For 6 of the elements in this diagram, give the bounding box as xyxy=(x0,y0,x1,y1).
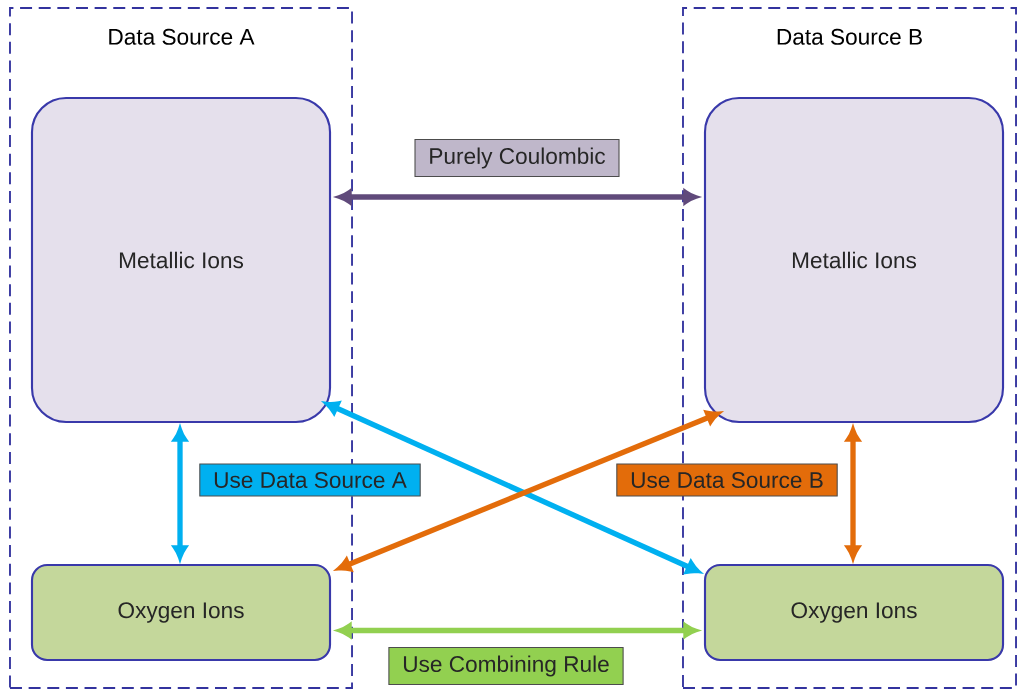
rounded-box: Oxygen Ions xyxy=(703,563,1005,662)
rounded-box: Metallic Ions xyxy=(30,96,332,424)
edge-label: Purely Coulombic xyxy=(414,138,620,178)
rounded-box: Oxygen Ions xyxy=(30,563,332,662)
rounded-box: Metallic Ions xyxy=(703,96,1005,424)
edge-label: Use Combining Rule xyxy=(388,646,624,686)
